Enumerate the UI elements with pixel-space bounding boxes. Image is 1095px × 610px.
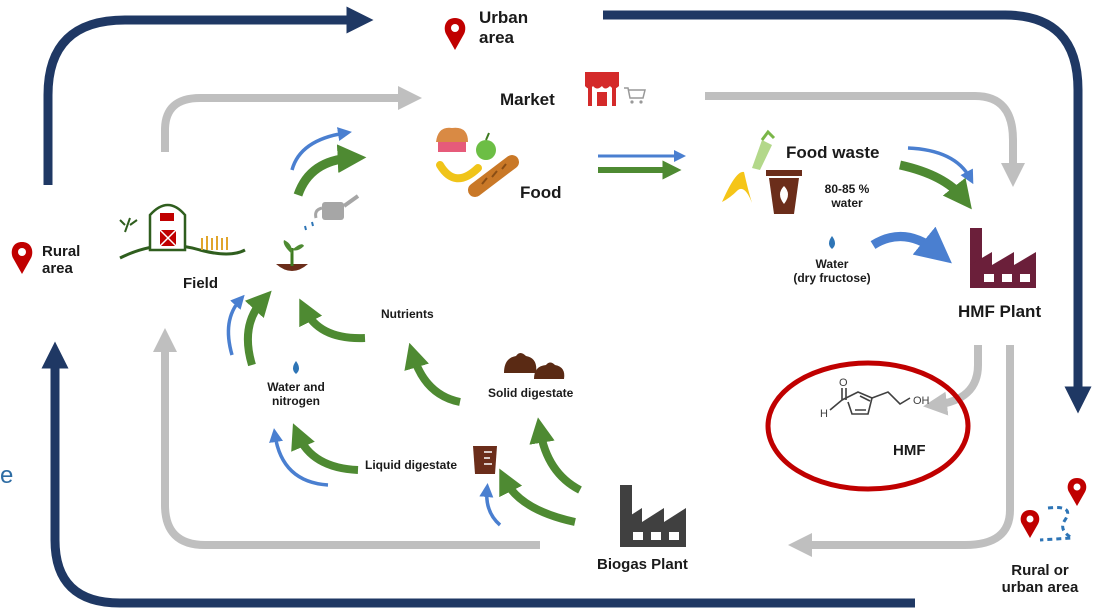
market-label: Market xyxy=(500,90,555,109)
molecule-h-label: H xyxy=(820,408,828,420)
gray-arrow-hmf-plant-to-hmf xyxy=(923,345,982,416)
hmf-highlight-ellipse xyxy=(765,360,971,492)
market-store-icon xyxy=(585,72,619,106)
hmf-plant-factory-icon xyxy=(970,228,1036,288)
food-waste-label: Food waste xyxy=(786,143,880,162)
watering-can-icon xyxy=(304,194,360,231)
biogas-plant-factory-icon xyxy=(620,485,686,547)
nutrients-label: Nutrients xyxy=(381,307,434,321)
gray-arrow-field-to-market xyxy=(161,86,422,152)
water-drop-icon xyxy=(829,236,835,249)
rural-area-label: Rural area xyxy=(42,243,81,278)
molecule-o-label: O xyxy=(839,377,848,389)
shopping-cart-icon xyxy=(624,87,646,104)
liquid-digestate-beaker-icon xyxy=(473,446,497,474)
nutrient-return-arrows xyxy=(226,290,582,527)
hmf-molecule-structure xyxy=(829,388,911,415)
navy-arrow-urban-to-anywhere xyxy=(603,10,1092,414)
water-and-nitrogen-label: Water and nitrogen xyxy=(267,380,325,408)
food-waste-icon xyxy=(722,129,776,203)
plant-to-food-arrows xyxy=(290,127,367,197)
navy-arrow-rural-to-urban xyxy=(43,6,374,185)
farm-barn-icon xyxy=(119,203,246,260)
field-label: Field xyxy=(183,275,219,292)
navy-arrow-return-to-rural xyxy=(41,341,915,608)
solid-digestate-icon xyxy=(504,353,565,379)
cut-edge-text: e xyxy=(0,462,14,489)
molecule-oh-label: OH xyxy=(913,395,930,407)
rural-pin-icon xyxy=(11,242,33,274)
compost-bin-icon xyxy=(766,170,802,214)
hmf-plant-label: HMF Plant xyxy=(958,302,1042,321)
seedling-pot-icon xyxy=(276,240,308,271)
liquid-digestate-label: Liquid digestate xyxy=(365,458,458,472)
hmf-label: HMF xyxy=(893,442,926,459)
urban-area-label: Urban area xyxy=(479,8,529,47)
urban-pin-icon xyxy=(444,18,466,50)
rural-or-urban-label: Rural or urban area xyxy=(1001,562,1079,597)
water-drop-icon-field xyxy=(293,361,299,374)
food-to-waste-arrows xyxy=(598,150,686,180)
water-percent-label: 80-85 % water xyxy=(824,182,870,210)
rural-or-urban-route-icon xyxy=(1020,478,1087,542)
gray-arrow-market-to-hmf xyxy=(705,92,1025,187)
water-to-hmf-arrow xyxy=(870,226,952,264)
water-dry-fructose-label: Water (dry fructose) xyxy=(793,257,871,285)
gray-arrow-biogas-to-field xyxy=(153,328,540,549)
waste-to-hmf-arrows xyxy=(899,146,974,210)
food-label: Food xyxy=(520,183,562,202)
food-icon xyxy=(436,127,519,197)
biogas-plant-label: Biogas Plant xyxy=(597,556,688,573)
gray-arrow-hmf-to-biogas xyxy=(788,345,1014,557)
solid-digestate-label: Solid digestate xyxy=(488,386,574,400)
